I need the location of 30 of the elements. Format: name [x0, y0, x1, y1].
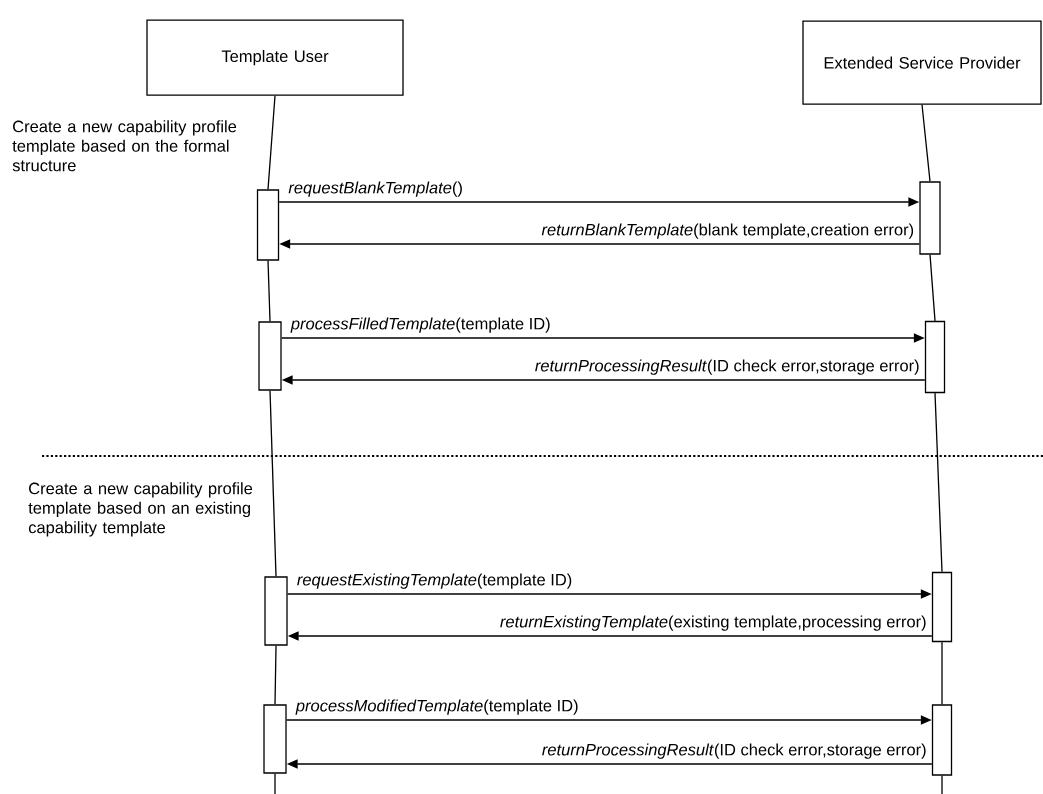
message-label: requestBlankTemplate() — [287, 180, 464, 198]
lifeline — [274, 645, 277, 705]
activation-bar — [258, 321, 282, 391]
message-label: returnProcessingResult(ID check error,storage error) — [533, 358, 921, 376]
message-label: returnBlankTemplate(blank template,creation error) — [540, 222, 916, 240]
message-label: returnExistingTemplate(existing template,processing error) — [498, 614, 928, 632]
lifeline — [921, 104, 931, 182]
activation-bar — [256, 189, 280, 261]
activation-bar — [931, 571, 953, 643]
lifeline — [267, 260, 271, 322]
lifeline-head-box: Template User — [146, 19, 404, 96]
note-text: Create a new capability profile template based on the formal structure — [12, 120, 237, 172]
message-label: returnProcessingResult(ID check error,storage error) — [540, 742, 928, 760]
message-label: processFilledTemplate(template ID) — [289, 316, 552, 334]
lifeline — [929, 254, 936, 322]
lifeline — [267, 95, 276, 190]
lifeline — [934, 392, 943, 573]
lifeline — [274, 773, 276, 794]
lifeline — [941, 641, 943, 705]
lifeline — [269, 390, 277, 577]
lifeline — [941, 775, 943, 794]
message-label: requestExistingTemplate(template ID) — [295, 572, 574, 590]
activation-bar — [264, 576, 288, 646]
lifeline-head-box: Extended Service Provider — [802, 20, 1042, 105]
activation-bar — [931, 704, 953, 776]
activation-bar — [263, 704, 287, 774]
activation-bar — [919, 181, 941, 255]
message-label: processModifiedTemplate(template ID) — [294, 698, 580, 716]
note-text: Create a new capability profile template based on an existing capability template — [28, 482, 253, 537]
activation-bar — [924, 320, 946, 394]
